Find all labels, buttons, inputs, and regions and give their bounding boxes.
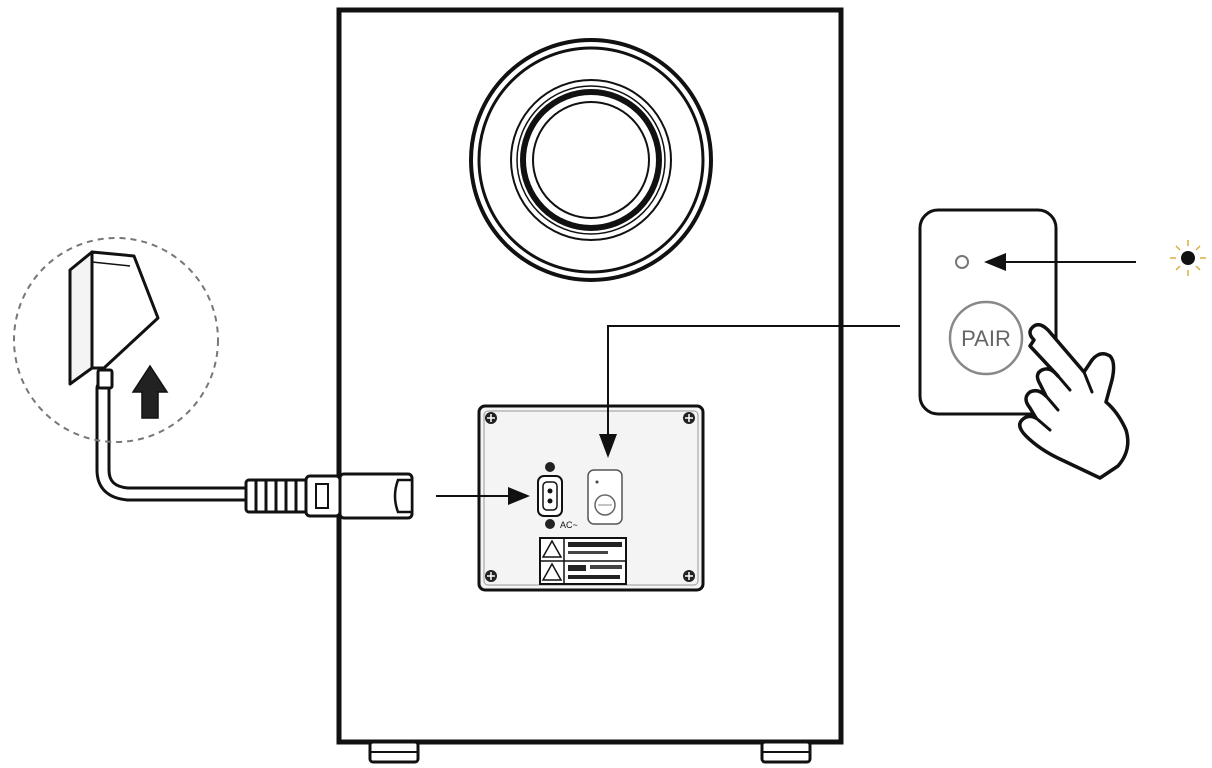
panel-screw bbox=[485, 412, 497, 424]
warning-triangle-icon bbox=[541, 539, 563, 558]
pair-button-label: PAIR bbox=[961, 326, 1011, 351]
pair-button-leader-line bbox=[599, 325, 900, 458]
pair-callout: PAIR bbox=[918, 208, 1058, 416]
iec-power-connector bbox=[244, 472, 414, 520]
wall-plug-inset bbox=[13, 237, 219, 443]
pair-button: PAIR bbox=[948, 300, 1024, 376]
panel-pair-button bbox=[587, 469, 623, 525]
ac-power-socket: AC~ bbox=[537, 462, 578, 530]
bass-port bbox=[469, 38, 713, 282]
panel-screw bbox=[683, 570, 695, 582]
panel-screw bbox=[683, 412, 695, 424]
rear-panel: AC~ bbox=[477, 404, 705, 592]
up-arrow-icon bbox=[131, 364, 169, 419]
led-indicator-arrow bbox=[984, 253, 1136, 271]
warning-label-plate bbox=[539, 537, 627, 585]
power-cord bbox=[95, 380, 414, 520]
insert-cord-arrow bbox=[436, 487, 530, 505]
blinking-light-icon bbox=[1170, 240, 1206, 276]
panel-screw bbox=[485, 570, 497, 582]
status-led bbox=[955, 255, 969, 269]
pointing-hand-icon bbox=[1018, 322, 1130, 480]
warning-triangle-icon bbox=[541, 562, 563, 581]
wall-plug bbox=[68, 250, 160, 390]
ac-power-label: AC~ bbox=[560, 520, 578, 530]
